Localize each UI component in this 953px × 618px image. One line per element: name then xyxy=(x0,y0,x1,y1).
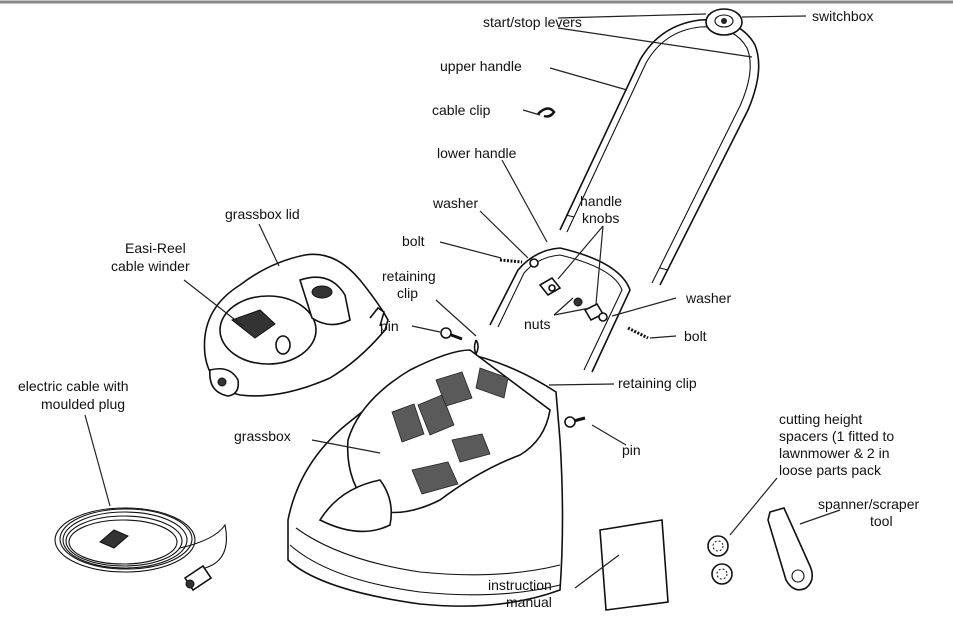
label-pin-right: pin xyxy=(622,442,641,458)
label-electric-cable-line2: moulded plug xyxy=(41,396,125,412)
label-bolt-left: bolt xyxy=(402,233,425,249)
label-manual-line2: manual xyxy=(506,594,552,610)
spanner-tool-drawing xyxy=(767,507,814,591)
label-handle-knobs-line1: handle xyxy=(580,193,622,209)
label-grassbox-lid: grassbox lid xyxy=(225,206,300,222)
label-washer-top: washer xyxy=(432,195,478,211)
leader-lines xyxy=(84,13,841,589)
label-start-stop-levers: start/stop levers xyxy=(483,14,582,30)
label-switchbox: switchbox xyxy=(812,8,873,24)
label-spanner-line1: spanner/scraper xyxy=(818,496,920,512)
label-upper-handle: upper handle xyxy=(440,58,522,74)
cable-clip-drawing xyxy=(537,107,556,118)
electric-cable-drawing xyxy=(54,507,227,592)
label-washer-right: washer xyxy=(685,290,731,306)
label-spacers-line2: spacers (1 fitted to xyxy=(779,428,894,444)
label-spacers-line3: lawnmower & 2 in xyxy=(779,445,890,461)
spacers-drawing xyxy=(707,535,733,585)
retaining-clip-left-drawing xyxy=(473,339,479,356)
label-manual-line1: instruction xyxy=(488,577,552,593)
labels: start/stop levers switchbox upper handle… xyxy=(18,8,920,610)
label-retaining-clip-right: retaining clip xyxy=(618,375,697,391)
label-spacers-line4: loose parts pack xyxy=(779,462,882,478)
pin-left-drawing xyxy=(440,327,463,341)
upper-handle-drawing xyxy=(559,19,760,286)
grassbox-drawing xyxy=(287,349,564,607)
label-retaining-clip-line1: retaining xyxy=(382,268,436,284)
label-nuts: nuts xyxy=(524,316,550,332)
label-spanner-line2: tool xyxy=(870,513,893,529)
label-retaining-clip-line2: clip xyxy=(397,285,418,301)
label-grassbox: grassbox xyxy=(234,428,291,444)
grassbox-lid-drawing xyxy=(203,253,389,397)
label-pin-left: pin xyxy=(380,318,399,334)
bolts-washers-knobs xyxy=(499,258,649,340)
label-lower-handle: lower handle xyxy=(437,145,517,161)
label-easi-reel-line2: cable winder xyxy=(111,258,190,274)
label-electric-cable-line1: electric cable with xyxy=(18,378,129,394)
pin-right-drawing xyxy=(564,416,586,428)
instruction-manual-drawing xyxy=(599,519,669,611)
label-handle-knobs-line2: knobs xyxy=(582,210,619,226)
label-easi-reel-line1: Easi-Reel xyxy=(125,240,186,256)
switchbox-drawing xyxy=(705,8,743,36)
label-spacers-line1: cutting height xyxy=(779,411,862,427)
label-bolt-right: bolt xyxy=(684,328,707,344)
label-cable-clip: cable clip xyxy=(432,102,491,118)
